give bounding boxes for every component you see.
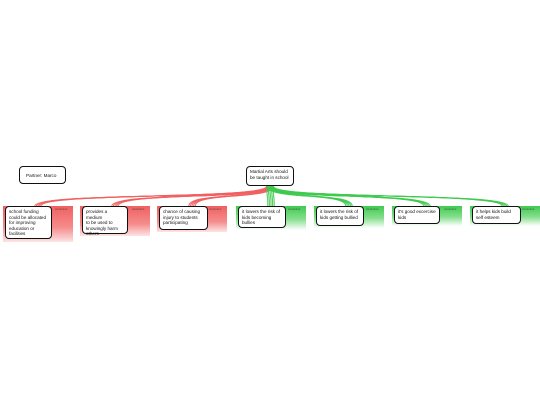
- con-argument-node[interactable]: provides a medium to be used to knowingl…: [82, 206, 128, 236]
- root-claim-node[interactable]: Martial Arts should be taught in school: [246, 166, 294, 186]
- pro-argument-node[interactable]: it lowers the risk of kids getting bulli…: [316, 206, 364, 226]
- argument-tag: xxxxxxxx: [209, 208, 222, 211]
- argument-tag: xxxxxxxx: [366, 208, 379, 211]
- con-argument-node[interactable]: school funding could be allocated for im…: [5, 206, 52, 239]
- partner-label: Partner: Marco: [19, 166, 66, 184]
- argument-tag: xxxxxxxx: [288, 208, 301, 211]
- argument-tag: xxxxxxxx: [522, 208, 535, 211]
- pro-connector-line: [266, 185, 269, 207]
- pro-argument-node[interactable]: it lowers the risk of kids becoming bull…: [238, 206, 286, 228]
- argument-tag: xxxxxxxx: [132, 208, 145, 211]
- pro-connector-line: [272, 185, 509, 207]
- argument-tag: xxxxxxxx: [55, 208, 68, 211]
- pro-argument-node[interactable]: it's good excercise kids: [394, 206, 440, 224]
- pro-argument-node[interactable]: it helps kids build self esteem: [472, 206, 521, 224]
- con-argument-node[interactable]: chance of causing injury to students par…: [159, 206, 208, 230]
- argument-tag: xxxxxxxx: [444, 208, 457, 211]
